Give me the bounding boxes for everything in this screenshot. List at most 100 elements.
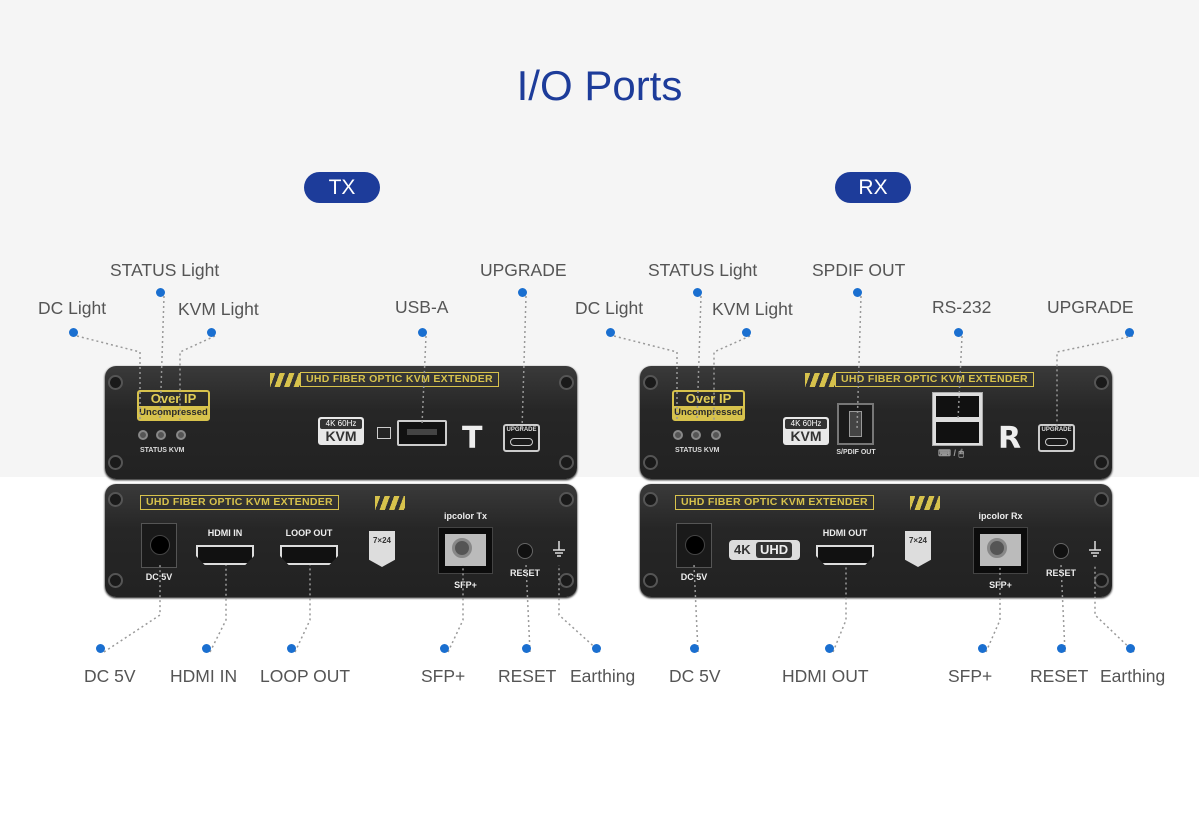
rx-status-light-label: STATUS Light — [648, 260, 758, 280]
reset-label: RESET — [1045, 568, 1076, 578]
dc-led — [138, 430, 148, 440]
screw-icon — [108, 375, 123, 390]
tx-loop-out-label: LOOP OUT — [260, 666, 351, 686]
kvm-text: KVM — [325, 428, 357, 444]
callout-dot — [440, 644, 449, 653]
upgrade-label: UPGRADE — [1041, 427, 1072, 433]
keyboard-mouse-icon: ⌨ / 🖱 — [938, 448, 964, 458]
kvm-led — [176, 430, 186, 440]
usb-a-port — [397, 420, 447, 446]
rx-rs232-label: RS-232 — [932, 297, 992, 317]
kvm-led — [711, 430, 721, 440]
callout-dot — [202, 644, 211, 653]
stripes-decoration — [270, 373, 300, 387]
callout-dot — [1125, 328, 1134, 337]
rx-upgrade-label: UPGRADE — [1047, 297, 1134, 317]
over-ip-text: Over IP — [150, 391, 197, 406]
kvm-4k-text: 4K 60Hz — [785, 419, 827, 429]
screw-icon — [643, 375, 658, 390]
rx-reset-label: RESET — [1030, 666, 1089, 686]
stripes-decoration — [910, 496, 940, 510]
rx-back-panel: UHD FIBER OPTIC KVM EXTENDER DC 5V 4K UHD… — [640, 484, 1112, 597]
brand-label: UHD FIBER OPTIC KVM EXTENDER — [675, 495, 874, 510]
screw-icon — [1094, 455, 1109, 470]
kvm-text: KVM — [790, 428, 822, 444]
callout-dot — [853, 288, 862, 297]
rx-dc-light-label: DC Light — [575, 298, 644, 318]
callout-dot — [156, 288, 165, 297]
rx-hdmi-out-label: HDMI OUT — [782, 666, 869, 686]
rx-spdif-out-label: SPDIF OUT — [812, 260, 906, 280]
spdif-port — [837, 403, 874, 445]
rs232-usb-ports — [932, 392, 983, 446]
screw-icon — [643, 492, 658, 507]
reset-button — [1053, 543, 1069, 559]
uncompressed-text: Uncompressed — [139, 406, 208, 419]
dc-label: DC 5V — [680, 572, 708, 582]
callout-dot — [418, 328, 427, 337]
screw-icon — [559, 573, 574, 588]
uhd-text: UHD — [756, 542, 793, 558]
hdmi-out-port — [816, 545, 874, 565]
tx-sfp-label: SFP+ — [421, 666, 466, 686]
rx-badge: RX — [835, 172, 911, 203]
rx-earthing-label: Earthing — [1100, 666, 1166, 686]
status-led — [156, 430, 166, 440]
status-kvm-label: STATUS KVM — [140, 447, 185, 454]
4k-uhd-badge: 4K UHD — [729, 540, 800, 560]
rx-dc-5v-label: DC 5V — [669, 666, 721, 686]
page-title: I/O Ports — [516, 62, 683, 109]
screw-icon — [1094, 375, 1109, 390]
sfp-label: SFP+ — [989, 580, 1012, 590]
callout-dot — [287, 644, 296, 653]
sfp-port — [973, 527, 1028, 574]
hdmi-in-label: HDMI IN — [207, 528, 243, 538]
stripes-decoration — [375, 496, 405, 510]
tx-earthing-label: Earthing — [570, 666, 636, 686]
spdif-label: S/PDIF OUT — [836, 449, 876, 456]
hdmi-in-port — [196, 545, 254, 565]
callout-dot — [742, 328, 751, 337]
tx-usb-a-label: USB-A — [395, 297, 449, 317]
ground-icon — [1089, 541, 1101, 557]
brand-label: UHD FIBER OPTIC KVM EXTENDER — [835, 372, 1034, 387]
callout-dot — [954, 328, 963, 337]
callout-dot — [825, 644, 834, 653]
screw-icon — [108, 492, 123, 507]
screw-icon — [559, 375, 574, 390]
rx-logo: R — [998, 421, 1022, 456]
screw-icon — [559, 455, 574, 470]
callout-dot — [69, 328, 78, 337]
callout-dot — [693, 288, 702, 297]
screw-icon — [1094, 492, 1109, 507]
4k-text: 4K — [734, 542, 751, 557]
status-led — [691, 430, 701, 440]
screw-icon — [108, 455, 123, 470]
callout-dot — [592, 644, 601, 653]
tx-status-light-label: STATUS Light — [110, 260, 220, 280]
tx-hdmi-in-label: HDMI IN — [170, 666, 238, 686]
ground-icon — [553, 541, 565, 557]
uncompressed-text: Uncompressed — [674, 406, 743, 419]
over-ip-text: Over IP — [685, 391, 732, 406]
computer-icon — [377, 427, 391, 439]
rx-kvm-light-label: KVM Light — [712, 299, 793, 319]
tx-badge: TX — [304, 172, 380, 203]
hdmi-out-label: HDMI OUT — [822, 528, 868, 538]
ipcolor-label: ipcolor Rx — [978, 511, 1023, 521]
upgrade-port: UPGRADE — [1038, 424, 1075, 452]
dc-led — [673, 430, 683, 440]
callout-dot — [1126, 644, 1135, 653]
tx-dc-light-label: DC Light — [38, 298, 107, 318]
screw-icon — [643, 455, 658, 470]
tx-back-panel: UHD FIBER OPTIC KVM EXTENDER DC 5V HDMI … — [105, 484, 577, 597]
screw-icon — [108, 573, 123, 588]
upgrade-label: UPGRADE — [506, 427, 537, 433]
callout-dot — [978, 644, 987, 653]
